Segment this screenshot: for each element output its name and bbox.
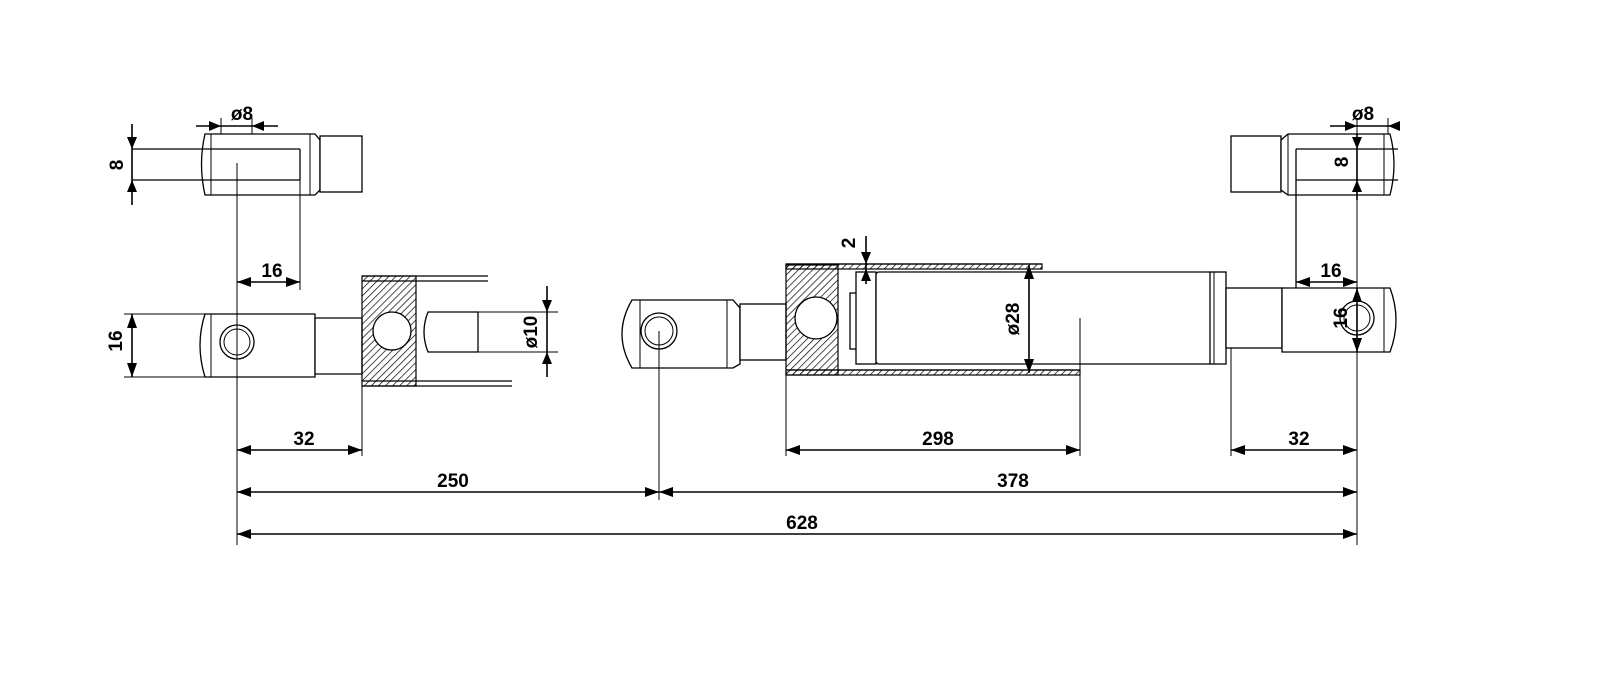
dim-extended-length: 628 xyxy=(237,513,1357,539)
dim-right-eye-height-label: 16 xyxy=(1331,307,1352,328)
dim-cylinder-diameter-label: ø28 xyxy=(1003,303,1024,336)
left-rod-end-assembly xyxy=(199,275,558,456)
dim-cylinder-diameter: ø28 xyxy=(1003,265,1034,373)
dim-left-fork-offset-label: 16 xyxy=(261,261,282,282)
dim-wall-thickness: 2 xyxy=(839,236,871,284)
dim-extended-offset-label: 250 xyxy=(437,471,469,492)
dim-right-fork-slot: 8 xyxy=(1332,134,1362,200)
dim-left-eye-height-label: 16 xyxy=(106,330,127,351)
dim-right-fork-pin: ø8 xyxy=(1330,104,1400,131)
left-fork-top-view xyxy=(132,118,363,290)
dim-extended-offset: 250 xyxy=(237,471,659,497)
dim-right-rod-end-length-label: 32 xyxy=(1288,429,1309,450)
dim-left-rod-end-length: 32 xyxy=(237,429,362,455)
dim-rod-diameter-label: ø10 xyxy=(521,316,542,349)
dim-right-fork-offset-label: 16 xyxy=(1320,261,1341,282)
dim-right-fork-offset: 16 xyxy=(1296,261,1357,287)
dim-stroke: 298 xyxy=(786,429,1080,455)
right-rod-end xyxy=(1230,287,1397,545)
dim-retracted-length: 378 xyxy=(659,471,1357,497)
dim-extended-length-label: 628 xyxy=(786,513,818,534)
dim-left-fork-slot-label: 8 xyxy=(107,160,128,171)
dim-right-rod-end-length: 32 xyxy=(1231,429,1357,455)
dim-left-fork-pin-label: ø8 xyxy=(231,104,253,125)
dim-left-fork-slot: 8 xyxy=(107,124,137,205)
dim-left-rod-end-length-label: 32 xyxy=(293,429,314,450)
right-fork-top-view xyxy=(1230,118,1398,300)
dim-right-eye-height: 16 xyxy=(1331,288,1362,352)
dim-right-fork-pin-label: ø8 xyxy=(1352,104,1374,125)
retracted-spring-assembly xyxy=(621,263,1283,500)
dim-left-fork-offset: 16 xyxy=(237,261,300,287)
dim-retracted-length-label: 378 xyxy=(997,471,1029,492)
dim-wall-thickness-label: 2 xyxy=(839,238,860,249)
dim-rod-diameter: ø10 xyxy=(521,286,552,377)
dim-left-fork-pin: ø8 xyxy=(196,104,278,131)
dim-stroke-label: 298 xyxy=(922,429,954,450)
dim-right-fork-slot-label: 8 xyxy=(1332,157,1353,168)
dim-left-eye-height: 16 xyxy=(106,314,137,377)
